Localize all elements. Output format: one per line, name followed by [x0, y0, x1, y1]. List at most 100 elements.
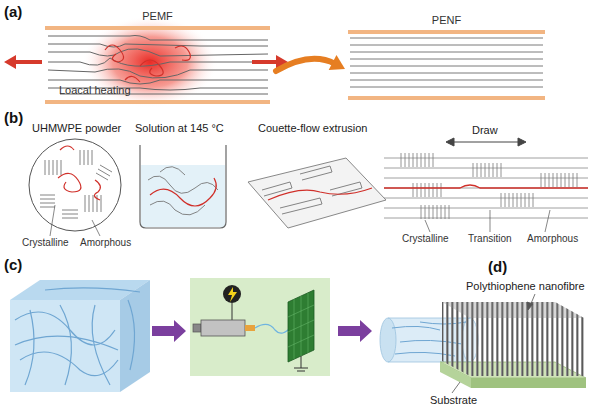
extrusion-sheet-part: [268, 188, 372, 200]
powder-particle-part-part: [60, 146, 74, 150]
pemf-chains-part-part: [48, 44, 268, 47]
panel-letter: (a): [4, 4, 22, 21]
penf-chains-part: [350, 38, 543, 39]
electrospinning-setup-part: [228, 287, 237, 302]
solution-beaker-part-part: [148, 176, 218, 193]
electrospinning-setup-part: [223, 285, 241, 303]
drawn-fibre-part: [384, 185, 588, 188]
solution-beaker-part: [141, 165, 225, 227]
nanofibre-array-part-part: [527, 302, 533, 310]
aligned-fibre-tube-part: [380, 318, 396, 362]
pemf-chains-part-part: [48, 69, 268, 78]
penf-chains-part: [350, 87, 543, 88]
powder-particle-part-part: [45, 160, 61, 175]
fibre-network-cube-part: [120, 280, 150, 392]
powder-particle-part-part: [58, 173, 81, 192]
drawn-fibre: [384, 138, 588, 232]
powder-particle-part: [58, 146, 100, 200]
electrospinning-setup-part: [255, 324, 292, 333]
film-box: PENF: [348, 30, 545, 100]
drawn-fibre-part-part: [452, 142, 520, 143]
drawn-fibre-part: [425, 210, 550, 232]
fibre-network-cube: [10, 280, 150, 392]
drawn-fibre-part-part: [446, 138, 454, 146]
heating-label: Loacal heating: [59, 84, 131, 96]
drawn-fibre-part-part: [518, 138, 526, 146]
electrospinning-setup-part: [288, 290, 314, 362]
stretch-arrows: [4, 55, 288, 69]
nanofibre-array-part-part: [452, 382, 460, 393]
extrusion-sheet-part-part: [300, 166, 332, 180]
fibre-network-cube-part-part: [128, 300, 135, 370]
stretch-arrows-part: [252, 55, 288, 69]
fibre-network-cube-part-part: [25, 310, 34, 385]
step-caption: UHMWPE powder: [32, 122, 121, 134]
pemf-chains-part-part: [105, 45, 124, 62]
extrusion-sheet-part-part: [280, 198, 322, 214]
powder-particle: [29, 139, 121, 231]
electrospinning-setup-part: [193, 324, 201, 332]
powder-leaders-part: [92, 220, 100, 236]
pemf-chains-part-part: [125, 76, 140, 82]
electrospinning-setup-part-part: [288, 305, 314, 317]
solution-beaker-part: [150, 178, 216, 206]
process-arrows-part: [338, 320, 372, 342]
drawn-fibre-part-part: [545, 210, 550, 232]
pemf-chains-part-part: [175, 46, 190, 60]
phase-label: Transition: [468, 233, 512, 244]
drawn-fibre-part: [500, 193, 536, 207]
solution-beaker-part: [148, 167, 218, 215]
step-caption: Couette-flow extrusion: [258, 122, 367, 134]
penf-chains-part: [350, 59, 543, 60]
powder-particle-part-part: [80, 150, 92, 165]
solution-beaker-part-part: [150, 201, 205, 215]
nanofibre-array: [440, 294, 586, 393]
electrospinning-setup-part: [294, 356, 308, 371]
electrospinning-setup-part-part: [288, 320, 314, 332]
extrusion-sheet-part: [248, 158, 386, 228]
nanofibre-array-part: [442, 302, 584, 376]
fibre-network-cube-part-part: [60, 305, 71, 385]
electrospinning-setup-part: [190, 278, 330, 376]
fibre-network-cube-part: [15, 288, 140, 385]
powder-particle-part-part: [94, 180, 100, 200]
electrospinning-setup-part: [232, 303, 233, 320]
electrospinning-setup-part: [201, 320, 245, 336]
electrospinning-setup: [190, 278, 330, 376]
arrow-head: [329, 55, 345, 70]
panel-letter: (b): [4, 110, 23, 127]
fibre-network-cube-part-part: [92, 305, 110, 385]
pemf-chains-part-part: [48, 36, 268, 41]
callout-label: Polythiophene nanofibre: [466, 280, 585, 292]
fibre-network-cube-part-part: [15, 336, 118, 350]
pemf-chains-part-part: [48, 80, 268, 84]
electrospinning-setup-part: [288, 293, 314, 359]
drawn-fibre-part-part: [384, 198, 588, 199]
process-arrow: [276, 55, 345, 71]
drawn-fibre-part-part: [384, 208, 588, 209]
electrospinning-setup-part-part: [288, 335, 314, 347]
penf-chains-part: [350, 73, 543, 74]
arrow-shaft: [276, 59, 335, 71]
panel-letter: (d): [488, 259, 507, 276]
extrusion-sheet: [248, 158, 386, 228]
film-box: PEMFLoacal heating: [45, 26, 270, 104]
penf-chains: [350, 38, 543, 87]
phase-label: Amorphous: [527, 233, 578, 244]
stretch-arrows-part: [4, 55, 42, 69]
solution-beaker-part: [140, 145, 226, 228]
step-caption: Solution at 145 °C: [135, 122, 224, 134]
nanofibre-array-part: [442, 302, 584, 318]
extrusion-sheet-part-part: [262, 182, 292, 196]
drawn-fibre-part: [398, 153, 436, 167]
powder-particle-part: [40, 150, 112, 218]
phase-label: Crystalline: [402, 233, 449, 244]
drawn-fibre-part: [446, 138, 526, 146]
drawn-fibre-part: [470, 163, 502, 177]
fibre-network-cube-part-part: [45, 288, 140, 292]
nanofibre-array-part: [471, 378, 586, 388]
penf-chains-part: [350, 66, 543, 67]
electrospinning-setup-part: [245, 325, 255, 331]
aligned-fibre-tube-part-part: [392, 326, 440, 330]
